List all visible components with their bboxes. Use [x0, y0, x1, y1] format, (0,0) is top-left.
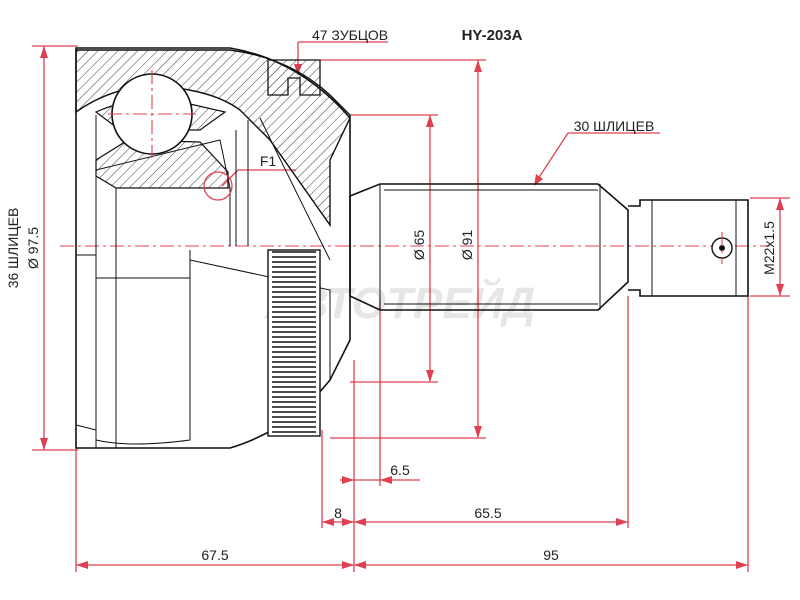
teeth-label: 47 ЗУБЦОВ: [312, 27, 388, 43]
diam-91-label: Ø 91: [459, 230, 475, 261]
thread-label: M22x1.5: [761, 221, 777, 275]
inner-splines-label: 36 ШЛИЦЕВ: [5, 208, 21, 289]
dim-6-5-label: 6.5: [390, 462, 410, 478]
f1-label: F1: [260, 153, 277, 169]
ball-cage: [94, 70, 233, 201]
f1-circle: [203, 171, 233, 201]
abs-ring: [267, 59, 321, 437]
dim-8-label: 8: [334, 505, 342, 521]
stub-shaft: [349, 183, 749, 311]
labels: HY-203A 47 ЗУБЦОВ 30 ШЛИЦЕВ F1 36 ШЛИЦЕВ…: [5, 27, 777, 563]
dimension-lines: [32, 41, 790, 572]
cotter-hole-inner: [719, 245, 725, 251]
outer-splines-label: 30 ШЛИЦЕВ: [574, 118, 655, 134]
dim-67-5-label: 67.5: [201, 547, 228, 563]
dim-65-5-label: 65.5: [474, 505, 501, 521]
part-number: HY-203A: [462, 27, 523, 44]
inner-diameter-label: Ø 97.5: [25, 227, 41, 269]
diam-65-label: Ø 65: [411, 230, 427, 261]
dim-95-label: 95: [543, 547, 559, 563]
